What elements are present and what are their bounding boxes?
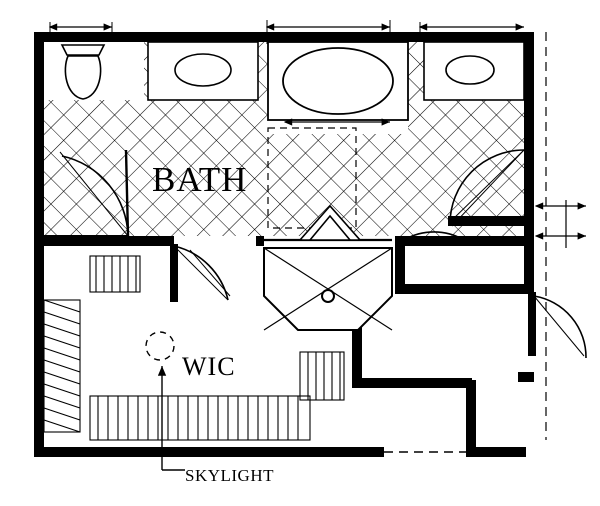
vanity-sink-right <box>423 41 525 101</box>
room-label-bath: BATH <box>152 160 248 199</box>
annotation-label-skylight: SKYLIGHT <box>185 466 274 485</box>
corner-shower <box>263 247 393 331</box>
interior-walls <box>34 236 530 388</box>
door-bath-toilet-swing <box>44 149 130 237</box>
closet-shelving-right <box>299 351 345 401</box>
door-wic-entry-swing <box>170 244 231 302</box>
garden-tub <box>267 41 409 121</box>
closet-shelving-left <box>43 299 81 433</box>
door-linen-swing <box>403 231 465 241</box>
right-side-dashed-lines <box>534 32 586 440</box>
vanity-sink-left <box>147 41 259 101</box>
door-right-lower-swing <box>528 292 587 359</box>
closet-shelving-bottom <box>89 395 311 441</box>
door-bath-entry-swing <box>264 204 392 242</box>
closet-shelving-top-left <box>89 255 141 293</box>
room-label-wic: WIC <box>182 352 236 381</box>
toilet-fixture <box>60 44 106 100</box>
door-right-upper-swing <box>448 149 526 227</box>
dimension-lines-top <box>48 20 524 44</box>
skylight-symbol <box>145 331 185 471</box>
